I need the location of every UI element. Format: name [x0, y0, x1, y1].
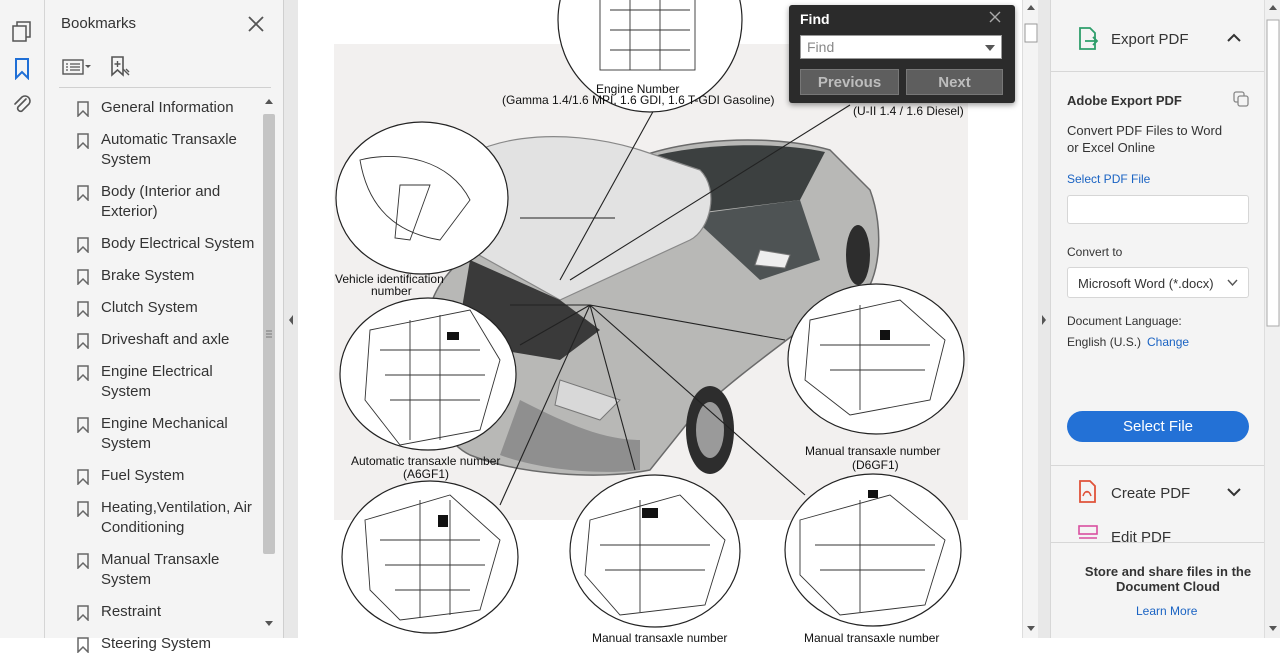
- create-pdf-icon: [1079, 480, 1096, 503]
- vehicle-diagram: [335, 0, 965, 634]
- bookmark-label: Heating,Ventilation, Air Conditioning: [101, 499, 252, 536]
- create-pdf-label: Create PDF: [1111, 485, 1191, 502]
- bookmark-label: Brake System: [101, 267, 195, 284]
- find-dialog: Find Find Previous Next: [789, 5, 1015, 103]
- edit-pdf-item[interactable]: Edit PDF: [1051, 518, 1265, 542]
- bookmarks-toolbar: [59, 52, 271, 88]
- document-cloud-promo: Store and share files in the Document Cl…: [1051, 542, 1265, 638]
- select-pdf-link[interactable]: Select PDF File: [1067, 172, 1151, 186]
- bookmark-label: Fuel System: [101, 467, 185, 484]
- bookmark-item[interactable]: Heating,Ventilation, Air Conditioning: [75, 498, 259, 538]
- attachments-icon[interactable]: [8, 90, 36, 118]
- tools-pane: Export PDF Adobe Export PDF Convert PDF …: [1050, 0, 1265, 638]
- edit-pdf-icon: [1078, 525, 1098, 539]
- bookmark-list: General Information Automatic Transaxle …: [75, 98, 259, 666]
- chevron-down-icon[interactable]: [1227, 488, 1241, 497]
- bookmark-item[interactable]: Engine Electrical System: [75, 362, 259, 402]
- document-language-label: Document Language:: [1067, 314, 1182, 328]
- bookmark-label: Engine Electrical System: [101, 363, 213, 400]
- bookmark-item[interactable]: Body Electrical System: [75, 234, 259, 254]
- edit-pdf-label: Edit PDF: [1111, 529, 1172, 542]
- bookmark-label: Automatic Transaxle System: [101, 131, 237, 168]
- document-scrollbar[interactable]: [1022, 0, 1038, 638]
- manual-transaxle-code: (D6GF1): [852, 458, 899, 472]
- right-pane-collapse[interactable]: [1038, 0, 1050, 638]
- car-illustration: [427, 136, 880, 476]
- bookmark-label: Manual Transaxle System: [101, 551, 220, 588]
- learn-more-link[interactable]: Learn More: [1136, 604, 1198, 618]
- bookmark-label: Driveshaft and axle: [101, 331, 230, 348]
- bookmark-label: General Information: [101, 99, 234, 116]
- bookmarks-icon[interactable]: [8, 55, 36, 83]
- store-share-text: Store and share files in the Document Cl…: [1084, 564, 1252, 594]
- component-sketches: [359, 0, 946, 621]
- more-tools-list: Create PDF Edit PDF: [1051, 465, 1265, 542]
- selected-file-field[interactable]: [1067, 195, 1249, 224]
- engine-number-label: Engine Number: [596, 82, 680, 96]
- create-pdf-item[interactable]: Create PDF: [1051, 466, 1265, 518]
- bookmark-item[interactable]: Restraint: [75, 602, 259, 622]
- export-pdf-icon: [1079, 27, 1099, 50]
- manual-transaxle-label: Manual transaxle number: [805, 444, 941, 458]
- close-icon[interactable]: [245, 13, 267, 35]
- export-pdf-label: Export PDF: [1111, 31, 1189, 48]
- copy-icon[interactable]: [1233, 91, 1249, 107]
- label-markers: [438, 330, 890, 527]
- bookmarks-scroll-thumb[interactable]: [263, 114, 275, 554]
- convert-description: Convert PDF Files to Word or Excel Onlin…: [1067, 123, 1223, 155]
- add-bookmark-icon[interactable]: [109, 54, 131, 80]
- change-language-link[interactable]: Change: [1147, 335, 1190, 349]
- bottom-label-1: Manual transaxle number: [592, 631, 728, 645]
- vin-label-line2: number: [371, 284, 412, 298]
- bookmark-label: Clutch System: [101, 299, 198, 316]
- automatic-transaxle-code: (A6GF1): [403, 467, 450, 481]
- bookmark-item[interactable]: Fuel System: [75, 466, 259, 486]
- page-thumbnails-icon[interactable]: [8, 18, 36, 46]
- bookmark-item[interactable]: General Information: [75, 98, 259, 118]
- bookmark-label: Engine Mechanical System: [101, 415, 228, 452]
- convert-to-label: Convert to: [1067, 245, 1123, 259]
- bookmark-item[interactable]: Automatic Transaxle System: [75, 130, 259, 170]
- bookmark-item[interactable]: Clutch System: [75, 298, 259, 318]
- bookmark-item[interactable]: Brake System: [75, 266, 259, 286]
- adobe-export-title: Adobe Export PDF: [1067, 93, 1182, 108]
- bookmark-label: Body Electrical System: [101, 235, 255, 252]
- convert-format-select[interactable]: Microsoft Word (*.docx): [1067, 267, 1249, 298]
- bookmark-item[interactable]: Body (Interior and Exterior): [75, 182, 259, 222]
- bookmark-item[interactable]: Manual Transaxle System: [75, 550, 259, 590]
- options-menu-icon[interactable]: [62, 54, 92, 80]
- bookmark-item[interactable]: Engine Mechanical System: [75, 414, 259, 454]
- engine-diesel-label: (U-II 1.4 / 1.6 Diesel): [853, 104, 964, 118]
- bottom-label-2: Manual transaxle number: [804, 631, 940, 645]
- vin-label: Vehicle identification: [335, 272, 444, 286]
- bookmarks-panel: Bookmarks General Information Automatic …: [45, 0, 284, 653]
- callout-lines: [499, 104, 851, 506]
- navigation-rail: [0, 0, 45, 638]
- export-pdf-header[interactable]: Export PDF: [1051, 0, 1265, 72]
- left-pane-collapse[interactable]: [284, 0, 298, 638]
- bookmark-label: Restraint: [101, 603, 162, 620]
- select-file-button[interactable]: Select File: [1067, 411, 1249, 442]
- chevron-down-icon: [1227, 279, 1238, 286]
- tools-pane-scrollbar[interactable]: [1264, 0, 1280, 638]
- chevron-up-icon[interactable]: [1227, 33, 1241, 42]
- previous-button[interactable]: Previous: [800, 69, 899, 95]
- document-language-value: English (U.S.): [1067, 335, 1142, 349]
- bookmarks-scrollbar[interactable]: [262, 96, 276, 634]
- bookmark-item[interactable]: Driveshaft and axle: [75, 330, 259, 350]
- find-title: Find: [800, 11, 830, 27]
- engine-gasoline-label: (Gamma 1.4/1.6 MPI, 1.6 GDI, 1.6 T-GDI G…: [502, 93, 775, 107]
- next-button[interactable]: Next: [906, 69, 1003, 95]
- close-icon[interactable]: [987, 9, 1003, 25]
- convert-format-value: Microsoft Word (*.docx): [1078, 276, 1214, 291]
- find-input[interactable]: Find: [800, 35, 1002, 59]
- bookmark-label: Body (Interior and Exterior): [101, 183, 221, 220]
- bookmarks-title: Bookmarks: [61, 15, 137, 32]
- chevron-down-icon[interactable]: [985, 45, 995, 51]
- find-input-placeholder: Find: [807, 39, 835, 55]
- bookmark-item[interactable]: Steering System: [75, 634, 259, 654]
- automatic-transaxle-label: Automatic transaxle number: [351, 454, 501, 468]
